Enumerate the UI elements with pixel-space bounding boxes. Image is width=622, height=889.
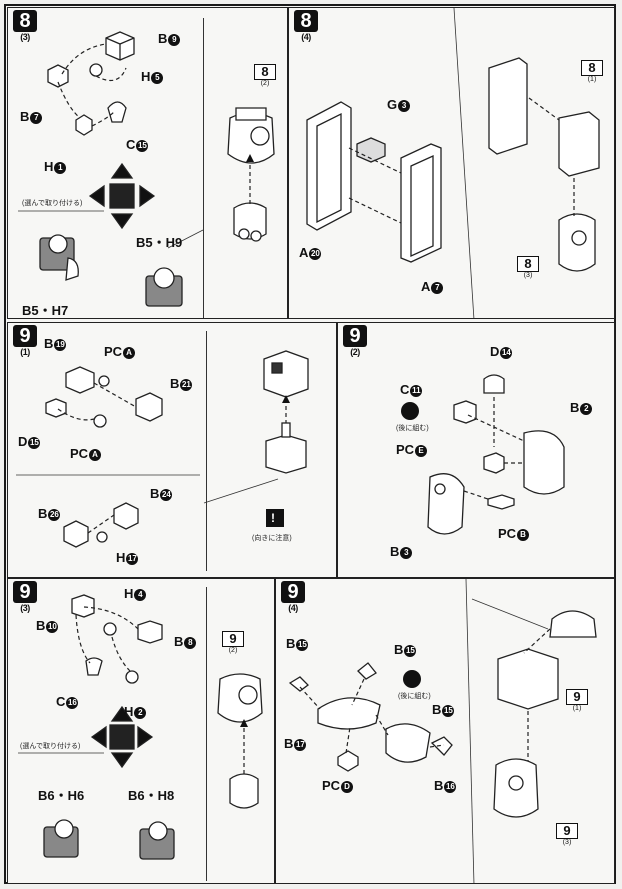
choose-note: (選んで取り付ける) (20, 743, 81, 750)
after-note: (後に組む) (396, 425, 429, 432)
assembly-illustration (18, 594, 263, 860)
ref-step-9-3: 9(3) (556, 823, 578, 847)
ref-step-9-2: 9(2) (222, 631, 244, 655)
ref-step-8-3: 8(3) (517, 256, 539, 280)
option-label-right: B5・H9 (136, 235, 183, 250)
panel-divider (206, 331, 207, 571)
caution-note: (向きに注意) (252, 535, 292, 542)
step-number: 9 (2) (340, 325, 370, 358)
assembly-illustration (18, 31, 275, 307)
after-note: (後に組む) (398, 693, 431, 700)
panel-step-9-3: 9 (3) (7, 578, 275, 884)
option-label-right: B6・H8 (128, 788, 175, 803)
panel-divider (203, 18, 204, 318)
ref-step-9-1: 9(1) (566, 689, 588, 713)
step-number: 8 (3) (10, 10, 40, 43)
choose-note: (選んで取り付ける) (22, 200, 83, 207)
assembly-illustration (306, 8, 600, 318)
option-label-left: B6・H6 (38, 788, 85, 803)
option-label-left: B5・H7 (22, 303, 69, 318)
step-number: 9 (1) (10, 325, 40, 358)
step-number: 8 (4) (291, 10, 321, 43)
ref-step-8-1: 8(1) (581, 60, 603, 84)
step-number: 9 (4) (278, 581, 308, 614)
assembly-illustration (16, 350, 309, 548)
ref-step-8-2: 8(2) (254, 64, 276, 88)
assembly-illustration (288, 579, 597, 883)
panel-step-8-3: 8 (3) (7, 7, 288, 319)
panel-divider (206, 587, 207, 881)
step-number: 9 (3) (10, 581, 40, 614)
assembly-illustration (401, 374, 565, 535)
caution-icon: ! (271, 511, 275, 525)
